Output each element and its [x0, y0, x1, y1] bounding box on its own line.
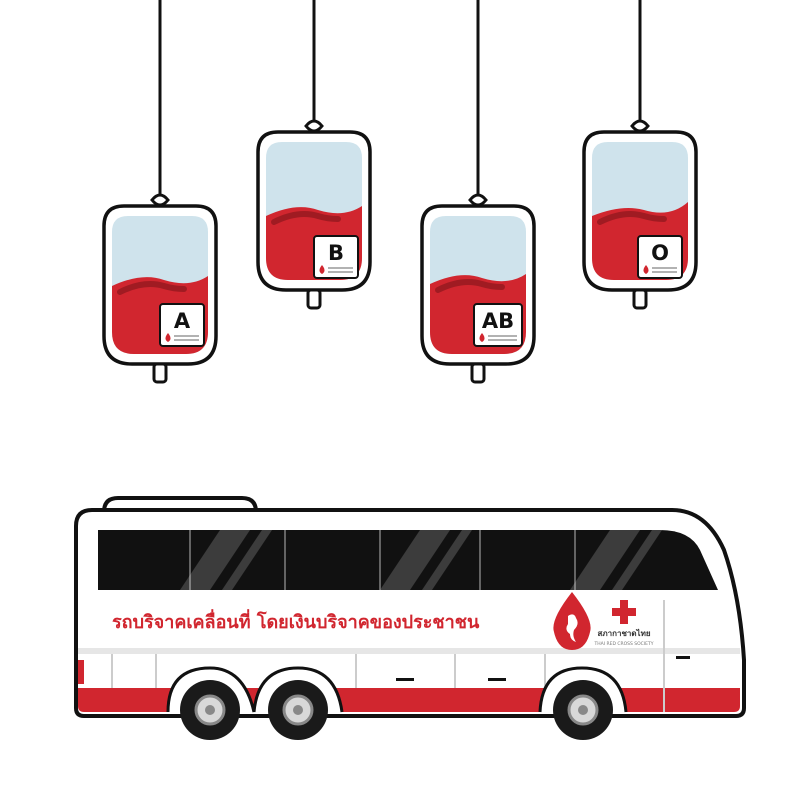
panel-lines	[111, 600, 665, 712]
blood-drop-icon	[319, 265, 325, 274]
bag-nozzle	[470, 362, 486, 384]
red-cross-subtitle: THAI RED CROSS SOCIETY	[594, 641, 654, 647]
wheel	[553, 680, 613, 740]
blood-drop-icon	[479, 333, 485, 342]
door-handle	[396, 678, 414, 681]
blood-bag-b: B	[256, 0, 372, 310]
bag-hook	[304, 119, 324, 133]
blood-wave-shadow	[435, 279, 505, 293]
bag-hook	[150, 193, 170, 207]
blood-type-label: O	[651, 241, 669, 265]
blood-drop-icon	[165, 333, 171, 342]
bag-hook	[468, 193, 488, 207]
red-cross-icon	[612, 600, 636, 624]
blood-wave-shadow	[271, 211, 341, 225]
bag-nozzle	[152, 362, 168, 384]
bus-windows	[98, 530, 718, 590]
blood-donation-bus: รถบริจาคเคลื่อนที่ โดยเงินบริจาคของประชา…	[74, 496, 746, 740]
red-cross-name: สภากาชาดไทย	[597, 628, 650, 638]
window-dividers	[189, 530, 576, 590]
door-handle	[488, 678, 506, 681]
blood-bag-a: A	[102, 0, 218, 384]
wheel	[268, 680, 328, 740]
bag-hook	[630, 119, 650, 133]
blood-bag-ab: AB	[420, 0, 536, 384]
blood-bag-o: O	[582, 0, 698, 310]
window-glare	[180, 530, 662, 590]
blood-drop-map-icon	[553, 592, 591, 650]
blood-wave-shadow	[597, 211, 667, 225]
wheel	[180, 680, 240, 740]
blood-wave-shadow	[117, 281, 187, 295]
blood-bags-group: A B	[102, 0, 698, 384]
bus-slogan: รถบริจาคเคลื่อนที่ โดยเงินบริจาคของประชา…	[112, 609, 480, 633]
blood-type-label: A	[174, 309, 191, 333]
blood-type-label: AB	[482, 309, 514, 333]
blood-drop-icon	[643, 265, 649, 274]
bus-grey-stripe	[78, 648, 740, 654]
bag-nozzle	[632, 288, 648, 310]
rear-light	[78, 660, 84, 684]
bag-nozzle	[306, 288, 322, 310]
blood-type-label: B	[328, 241, 344, 265]
door-handle	[676, 656, 690, 659]
